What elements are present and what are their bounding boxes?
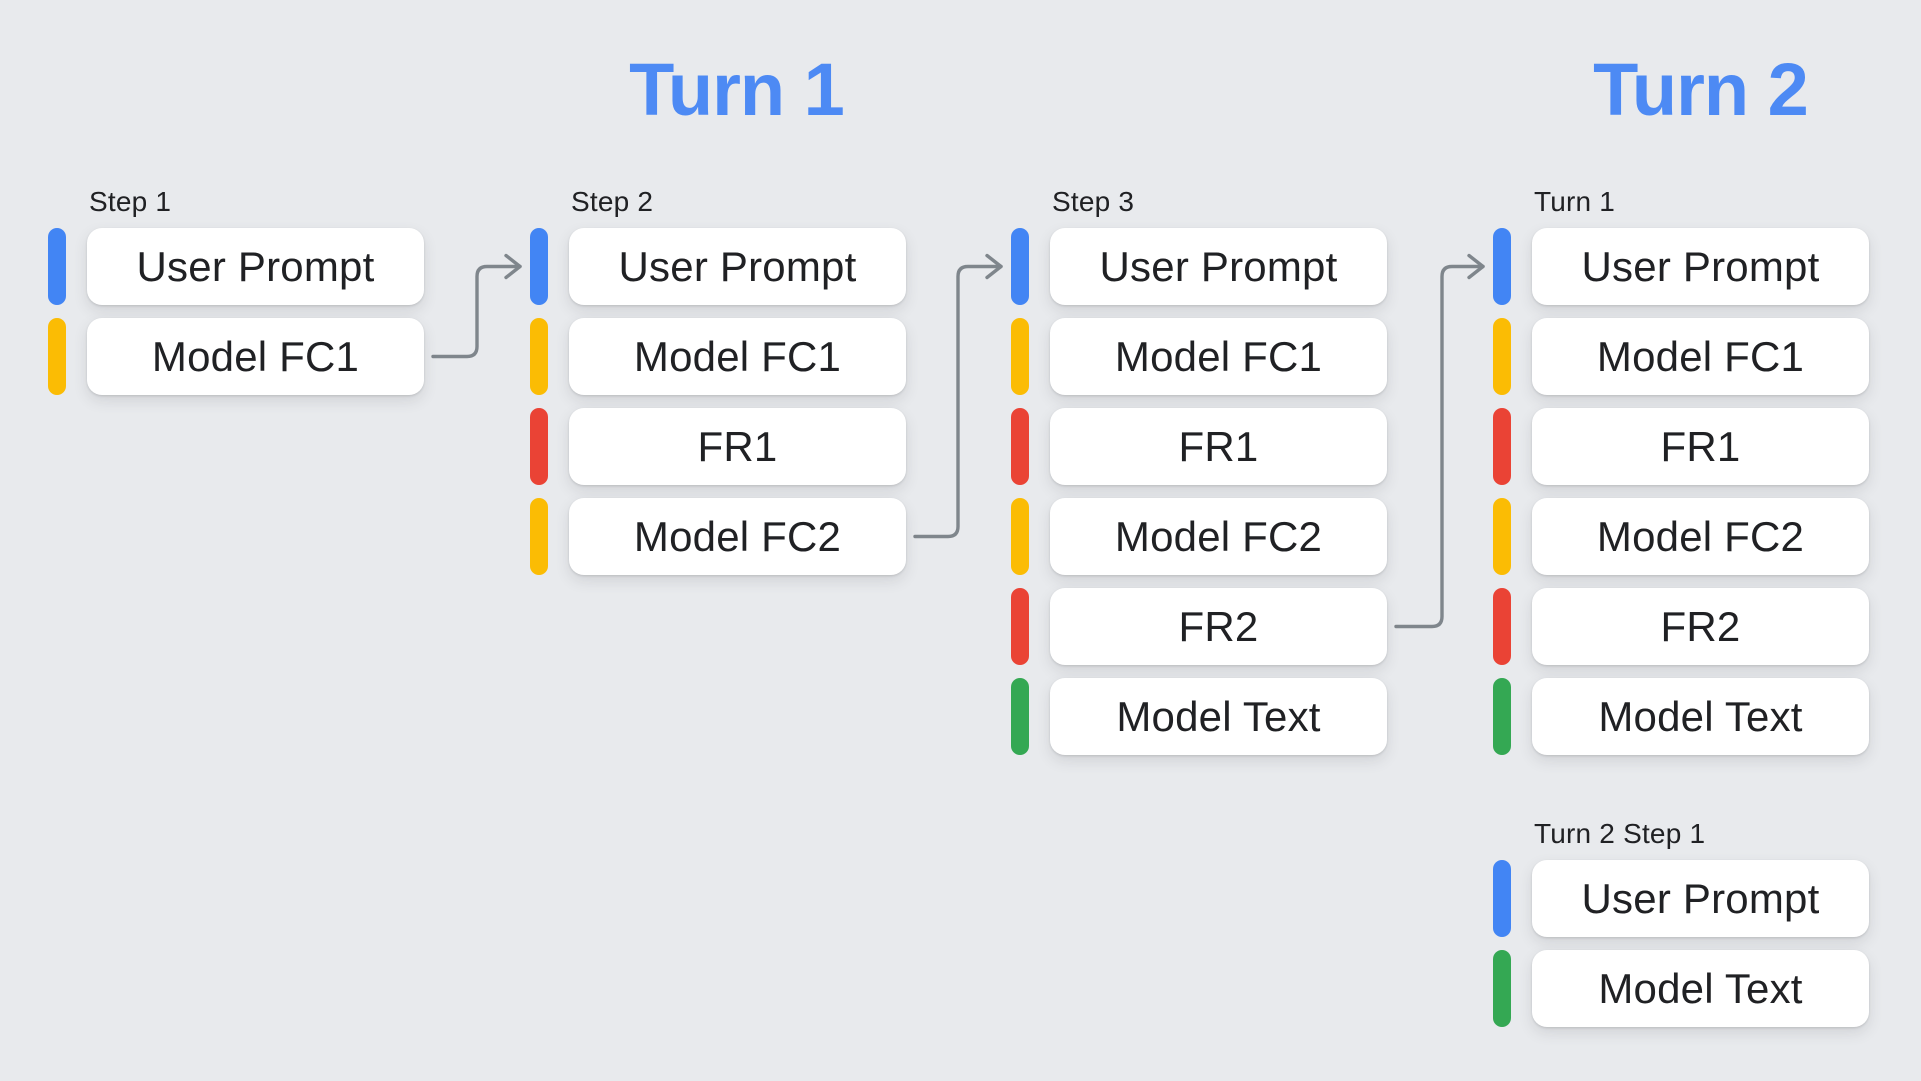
model-fc2-text: Model FC2 <box>1596 512 1805 560</box>
model-fc1-bar <box>48 318 66 395</box>
model-fc2-row: Model FC2 <box>1011 498 1387 575</box>
fr1-box: FR1 <box>1532 408 1869 485</box>
model-fc1-text: Model FC1 <box>1596 332 1805 380</box>
user-prompt-row: User Prompt <box>1493 228 1869 305</box>
fr1-bar <box>1011 408 1029 485</box>
user-prompt-text: User Prompt <box>1581 874 1820 922</box>
user-prompt-row: User Prompt <box>530 228 906 305</box>
step-3-group: Step 3 User Prompt Model FC1 FR1 Model F… <box>1011 185 1387 768</box>
user-prompt-text: User Prompt <box>136 242 375 290</box>
model-text-row: Model Text <box>1493 950 1869 1027</box>
user-prompt-row: User Prompt <box>1493 860 1869 937</box>
model-fc2-text: Model FC2 <box>1114 512 1323 560</box>
model-fc1-text: Model FC1 <box>151 332 360 380</box>
model-text-bar <box>1493 678 1511 755</box>
model-fc2-box: Model FC2 <box>569 498 906 575</box>
user-prompt-box: User Prompt <box>1532 228 1869 305</box>
step-1-group: Step 1 User Prompt Model FC1 <box>48 185 424 408</box>
model-fc1-bar <box>1493 318 1511 395</box>
turn-1-history-label: Turn 1 <box>1534 186 1616 217</box>
user-prompt-bar <box>1011 228 1029 305</box>
model-fc1-box: Model FC1 <box>1050 318 1387 395</box>
turn-2-title: Turn 2 <box>1593 48 1809 131</box>
user-prompt-text: User Prompt <box>1099 242 1338 290</box>
fr1-text: FR1 <box>697 422 778 470</box>
model-text-text: Model Text <box>1598 964 1803 1012</box>
model-fc2-bar <box>530 498 548 575</box>
model-text-box: Model Text <box>1532 950 1869 1027</box>
fr2-box: FR2 <box>1532 588 1869 665</box>
model-fc1-text: Model FC1 <box>1114 332 1323 380</box>
turn-2-step-1-group: Turn 2 Step 1 User Prompt Model Text <box>1493 817 1869 1040</box>
user-prompt-text: User Prompt <box>618 242 857 290</box>
user-prompt-bar <box>1493 228 1511 305</box>
fr1-box: FR1 <box>1050 408 1387 485</box>
fr1-text: FR1 <box>1660 422 1741 470</box>
fr2-text: FR2 <box>1660 602 1741 650</box>
arrow-step1-to-step2-head <box>504 253 522 280</box>
arrow-step3-to-turn1-line <box>1394 264 1485 629</box>
step-2-group: Step 2 User Prompt Model FC1 FR1 Model F… <box>530 185 906 588</box>
fr2-row: FR2 <box>1011 588 1387 665</box>
user-prompt-bar <box>530 228 548 305</box>
model-fc1-row: Model FC1 <box>1493 318 1869 395</box>
user-prompt-box: User Prompt <box>87 228 424 305</box>
model-fc2-box: Model FC2 <box>1050 498 1387 575</box>
step-1-label: Step 1 <box>89 186 172 217</box>
arrow-step2-to-step3-line <box>913 264 1003 539</box>
model-fc1-row: Model FC1 <box>530 318 906 395</box>
model-fc1-bar <box>1011 318 1029 395</box>
arrow-step2-to-step3-head <box>985 253 1003 280</box>
model-text-bar <box>1493 950 1511 1027</box>
model-fc1-row: Model FC1 <box>1011 318 1387 395</box>
model-text-bar <box>1011 678 1029 755</box>
fr1-bar <box>1493 408 1511 485</box>
fr2-bar <box>1011 588 1029 665</box>
arrow-step1-to-step2-line <box>431 264 522 359</box>
user-prompt-bar <box>1493 860 1511 937</box>
model-fc2-text: Model FC2 <box>633 512 842 560</box>
fr1-row: FR1 <box>1493 408 1869 485</box>
model-fc2-bar <box>1493 498 1511 575</box>
fr1-row: FR1 <box>1011 408 1387 485</box>
turn-1-history-group: Turn 1 User Prompt Model FC1 FR1 Model F… <box>1493 185 1869 768</box>
arrow-step3-to-turn1-head <box>1467 253 1485 280</box>
model-fc1-row: Model FC1 <box>48 318 424 395</box>
fr2-box: FR2 <box>1050 588 1387 665</box>
fr2-row: FR2 <box>1493 588 1869 665</box>
user-prompt-row: User Prompt <box>1011 228 1387 305</box>
fr1-row: FR1 <box>530 408 906 485</box>
user-prompt-box: User Prompt <box>1532 860 1869 937</box>
model-fc1-box: Model FC1 <box>87 318 424 395</box>
model-fc1-box: Model FC1 <box>1532 318 1869 395</box>
fr1-box: FR1 <box>569 408 906 485</box>
turn-1-title: Turn 1 <box>629 48 845 131</box>
model-text-text: Model Text <box>1598 692 1803 740</box>
fr1-text: FR1 <box>1178 422 1259 470</box>
model-fc1-bar <box>530 318 548 395</box>
step-2-label: Step 2 <box>571 186 654 217</box>
model-fc1-box: Model FC1 <box>569 318 906 395</box>
model-fc2-bar <box>1011 498 1029 575</box>
model-fc2-box: Model FC2 <box>1532 498 1869 575</box>
user-prompt-box: User Prompt <box>1050 228 1387 305</box>
model-text-text: Model Text <box>1116 692 1321 740</box>
step-3-label: Step 3 <box>1052 186 1135 217</box>
fr2-text: FR2 <box>1178 602 1259 650</box>
model-text-box: Model Text <box>1532 678 1869 755</box>
user-prompt-text: User Prompt <box>1581 242 1820 290</box>
model-fc1-text: Model FC1 <box>633 332 842 380</box>
model-fc2-row: Model FC2 <box>530 498 906 575</box>
model-text-row: Model Text <box>1011 678 1387 755</box>
turn-2-step-1-label: Turn 2 Step 1 <box>1534 818 1706 849</box>
fr2-bar <box>1493 588 1511 665</box>
model-text-row: Model Text <box>1493 678 1869 755</box>
fr1-bar <box>530 408 548 485</box>
user-prompt-bar <box>48 228 66 305</box>
user-prompt-box: User Prompt <box>569 228 906 305</box>
model-text-box: Model Text <box>1050 678 1387 755</box>
model-fc2-row: Model FC2 <box>1493 498 1869 575</box>
user-prompt-row: User Prompt <box>48 228 424 305</box>
